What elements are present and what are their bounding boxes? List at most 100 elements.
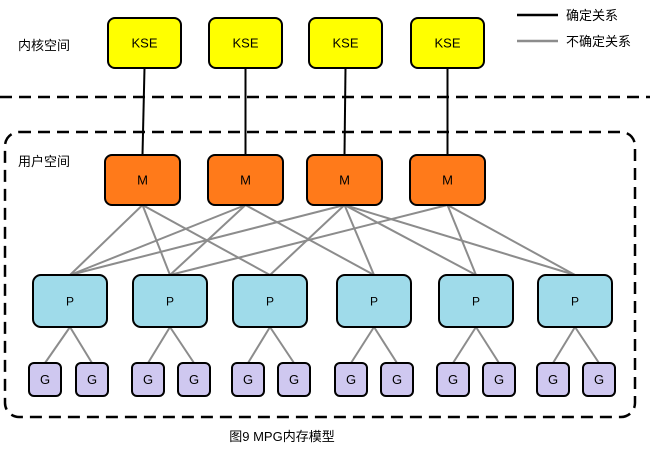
p-g-indefinite-line: [350, 326, 375, 364]
p-label: P: [166, 294, 174, 308]
p-g-indefinite-line: [373, 326, 398, 364]
g-node: G: [482, 362, 516, 397]
kse-box: [208, 17, 283, 69]
g-label: G: [594, 372, 604, 387]
m-node: M: [306, 154, 383, 206]
g-label: G: [346, 372, 356, 387]
kse-label: KSE: [332, 36, 358, 51]
kse-node: KSE: [107, 17, 182, 69]
legend-definite-label: 确定关系: [566, 8, 618, 23]
kse-label: KSE: [131, 36, 157, 51]
m-label: M: [137, 173, 148, 188]
m-p-indefinite-line: [69, 204, 144, 276]
g-label: G: [87, 372, 97, 387]
kse-box: [410, 17, 485, 69]
p-g-indefinite-line: [269, 326, 295, 364]
m-p-indefinite-line: [344, 204, 477, 276]
g-box: [177, 362, 211, 397]
p-box: [537, 274, 613, 328]
m-node: M: [207, 154, 284, 206]
user-space-label: 用户空间: [18, 154, 70, 169]
p-g-indefinite-line: [452, 326, 477, 364]
m-p-indefinite-line: [69, 204, 345, 276]
g-label: G: [494, 372, 504, 387]
g-box: [536, 362, 570, 397]
kse-node: KSE: [308, 17, 383, 69]
g-node: G: [380, 362, 414, 397]
kse-box: [308, 17, 383, 69]
g-node: G: [177, 362, 211, 397]
p-g-indefinite-line: [574, 326, 600, 364]
p-label: P: [266, 294, 274, 308]
g-node: G: [334, 362, 368, 397]
g-box: [482, 362, 516, 397]
g-box: [131, 362, 165, 397]
kse-label: KSE: [232, 36, 258, 51]
g-label: G: [40, 372, 50, 387]
m-box: [104, 154, 181, 206]
kse-node: KSE: [208, 17, 283, 69]
m-label: M: [240, 173, 251, 188]
p-g-indefinite-line: [169, 326, 195, 364]
g-node: G: [436, 362, 470, 397]
kse-m-definite-line: [343, 67, 347, 156]
m-label: M: [442, 173, 453, 188]
g-box: [277, 362, 311, 397]
g-label: G: [289, 372, 299, 387]
g-node: G: [536, 362, 570, 397]
g-node: G: [582, 362, 616, 397]
g-label: G: [243, 372, 253, 387]
p-g-indefinite-line: [475, 326, 500, 364]
m-box: [409, 154, 486, 206]
p-node: P: [32, 274, 108, 328]
g-label: G: [548, 372, 558, 387]
m-box: [207, 154, 284, 206]
p-box: [132, 274, 208, 328]
m-p-indefinite-line: [69, 204, 246, 276]
p-g-indefinite-line: [44, 326, 71, 364]
p-g-indefinite-line: [247, 326, 271, 364]
p-box: [232, 274, 308, 328]
g-box: [334, 362, 368, 397]
g-box: [231, 362, 265, 397]
p-g-indefinite-line: [69, 326, 93, 364]
g-node: G: [75, 362, 109, 397]
g-label: G: [143, 372, 153, 387]
p-g-indefinite-line: [552, 326, 576, 364]
p-node: P: [232, 274, 308, 328]
g-node: G: [28, 362, 62, 397]
p-box: [32, 274, 108, 328]
kernel-space-label: 内核空间: [18, 38, 70, 53]
g-node: G: [277, 362, 311, 397]
p-g-indefinite-line: [147, 326, 171, 364]
m-box: [306, 154, 383, 206]
p-node: P: [336, 274, 412, 328]
p-node: P: [132, 274, 208, 328]
user-space-boundary: [3, 130, 637, 419]
g-box: [75, 362, 109, 397]
g-label: G: [448, 372, 458, 387]
figure-caption: 图9 MPG内存模型: [229, 429, 334, 444]
legend-indefinite-label: 不确定关系: [566, 34, 631, 49]
m-label: M: [339, 173, 350, 188]
g-label: G: [392, 372, 402, 387]
relationship-lines: [44, 67, 600, 364]
kse-box: [107, 17, 182, 69]
g-box: [380, 362, 414, 397]
p-label: P: [66, 294, 74, 308]
legend: 确定关系 不确定关系: [517, 8, 631, 49]
kse-m-definite-line: [141, 67, 146, 156]
m-node: M: [104, 154, 181, 206]
m-p-indefinite-line: [344, 204, 576, 276]
p-box: [438, 274, 514, 328]
p-label: P: [571, 294, 579, 308]
m-p-indefinite-line: [169, 204, 448, 276]
g-node: G: [131, 362, 165, 397]
p-node: P: [438, 274, 514, 328]
g-box: [436, 362, 470, 397]
g-box: [582, 362, 616, 397]
g-label: G: [189, 372, 199, 387]
p-node: P: [537, 274, 613, 328]
